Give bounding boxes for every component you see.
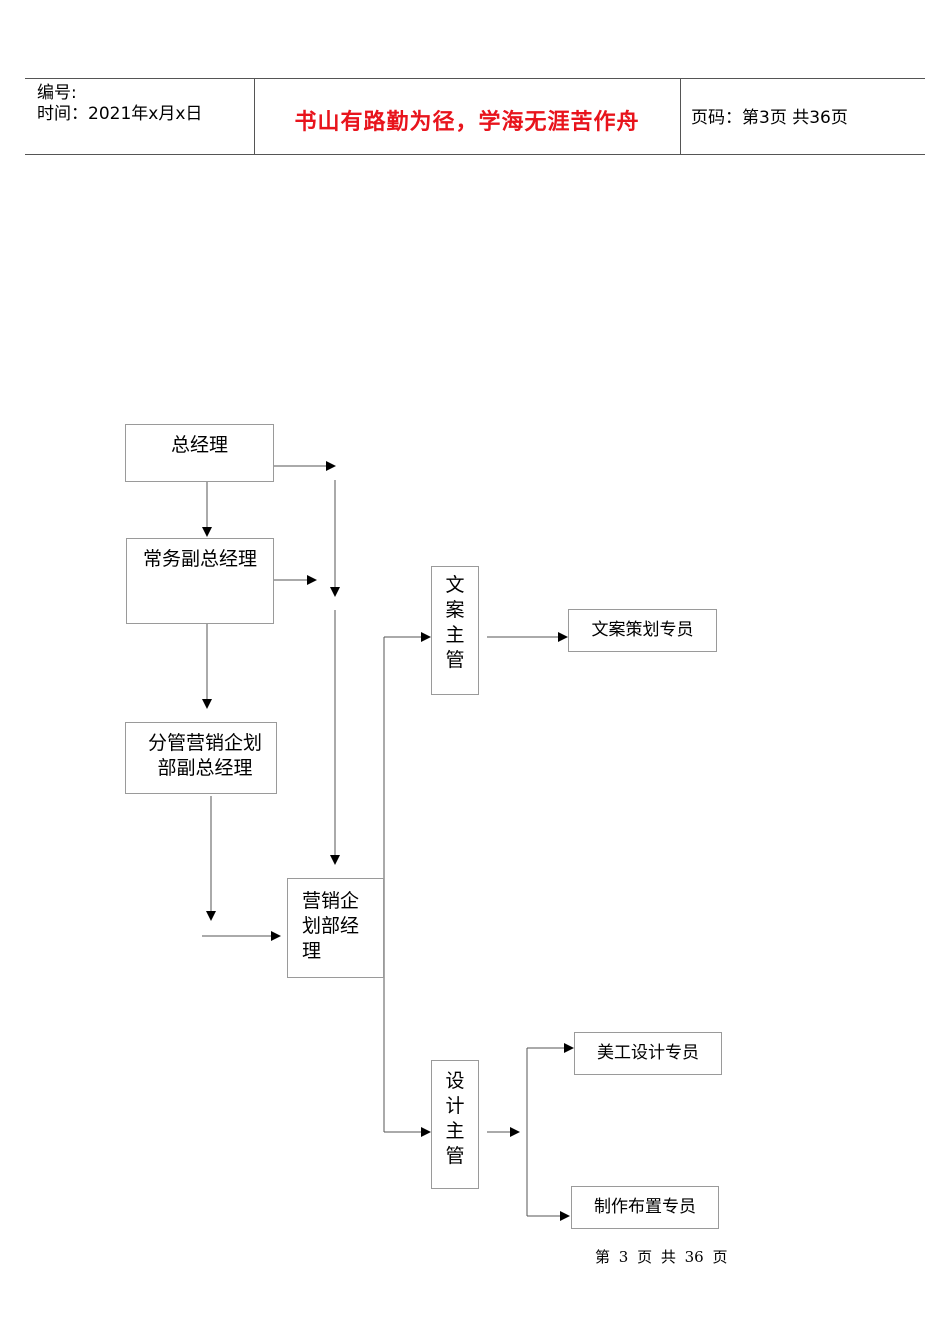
node-marketing-manager-label: 营销企划部经理 [302, 890, 360, 962]
footer-page-number: 第 3 页 共 36 页 [595, 1248, 728, 1266]
node-general-manager: 总经理 [125, 424, 274, 482]
node-production-specialist: 制作布置专员 [571, 1186, 719, 1229]
node-marketing-manager: 营销企划部经理 [287, 878, 384, 978]
node-executive-vp: 常务副总经理 [126, 538, 274, 624]
node-copy-specialist-label: 文案策划专员 [591, 620, 694, 640]
node-executive-vp-label: 常务副总经理 [142, 548, 257, 570]
node-general-manager-label: 总经理 [170, 434, 228, 456]
node-copy-specialist: 文案策划专员 [568, 609, 717, 652]
header-divider-right [680, 78, 681, 155]
header-divider-left [254, 78, 255, 155]
header-page-number: 页码：第3页 共36页 [691, 108, 848, 128]
node-design-supervisor-label: 设计主管 [445, 1070, 465, 1167]
node-design-supervisor: 设计主管 [431, 1060, 479, 1189]
node-copy-supervisor-label: 文案主管 [445, 574, 465, 671]
header-bottom-rule [25, 154, 925, 155]
node-marketing-vp-label: 分管营销企划部副总经理 [148, 732, 263, 779]
header-top-rule [25, 78, 925, 79]
node-production-specialist-label: 制作布置专员 [594, 1197, 696, 1217]
node-art-design-specialist: 美工设计专员 [574, 1032, 722, 1075]
node-copy-supervisor: 文案主管 [431, 566, 479, 695]
document-date: 时间：2021年x月x日 [37, 104, 203, 124]
node-art-design-specialist-label: 美工设计专员 [597, 1043, 699, 1063]
node-marketing-vp: 分管营销企划部副总经理 [125, 722, 277, 794]
document-number-label: 编号: [37, 83, 77, 103]
header-motto: 书山有路勤为径，学海无涯苦作舟 [294, 110, 640, 135]
